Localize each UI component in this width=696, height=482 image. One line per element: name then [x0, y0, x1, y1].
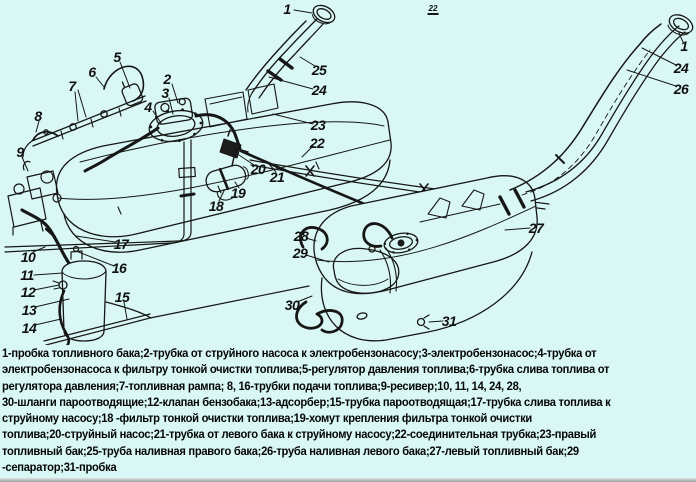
vapor-pipe-15	[43, 285, 310, 345]
vent-hose-24-left	[509, 23, 662, 191]
vapor-hose-30	[295, 300, 344, 334]
filter-clamp-19	[218, 167, 230, 191]
pressure-regulator	[121, 81, 144, 107]
vapor-hose-10	[20, 208, 73, 268]
caption-line: 1-пробка топливного бака;2-трубка от стр…	[2, 346, 597, 360]
fuel-cap-right	[311, 4, 336, 25]
filler-pipe-left	[509, 14, 694, 202]
caption-line: струйному насосу;18 -фильтр тонкой очист…	[2, 411, 532, 426]
caption-line: -сепаратор;31-пробка	[2, 460, 117, 475]
filler-pipe-right	[245, 4, 336, 113]
caption-line: регулятора давления;7-топливная рампа; 8…	[2, 378, 522, 393]
left-fuel-tank	[295, 175, 538, 342]
caption-line: топливный бак;25-труба наливная правого …	[2, 443, 579, 458]
caption-line: топлива;20-струйный насос;21-трубка от л…	[2, 427, 597, 442]
fuel-pump-module	[148, 97, 204, 143]
tube-2	[194, 113, 242, 151]
fine-fuel-filter	[205, 164, 249, 201]
caption-line: электробензонасоса к фильтру тонкой очис…	[2, 362, 610, 377]
vapor-hose-28	[299, 226, 329, 251]
scan-edge-artifact	[0, 478, 696, 482]
fuel-system-diagram	[4, 4, 694, 345]
fuel-cap-left	[667, 14, 694, 36]
caption-line: 30-шланги пароотводящие;12-клапан бензоб…	[2, 394, 611, 409]
tube-4	[83, 126, 160, 173]
vent-hose-24-right	[245, 20, 307, 91]
drain-tube-6	[103, 65, 145, 102]
figure-caption: 1-пробка топливного бака;2-трубка от стр…	[2, 345, 696, 475]
separator-29	[332, 247, 400, 294]
leader-lines	[21, 9, 684, 326]
vapor-hose-14	[58, 289, 71, 345]
adsorber	[52, 245, 107, 345]
flange-hose	[362, 222, 394, 248]
plug-31	[416, 314, 430, 330]
feed-pipes	[4, 139, 196, 319]
hose-clamp	[44, 227, 57, 239]
receiver	[7, 160, 62, 236]
fuel-rail	[22, 65, 147, 158]
